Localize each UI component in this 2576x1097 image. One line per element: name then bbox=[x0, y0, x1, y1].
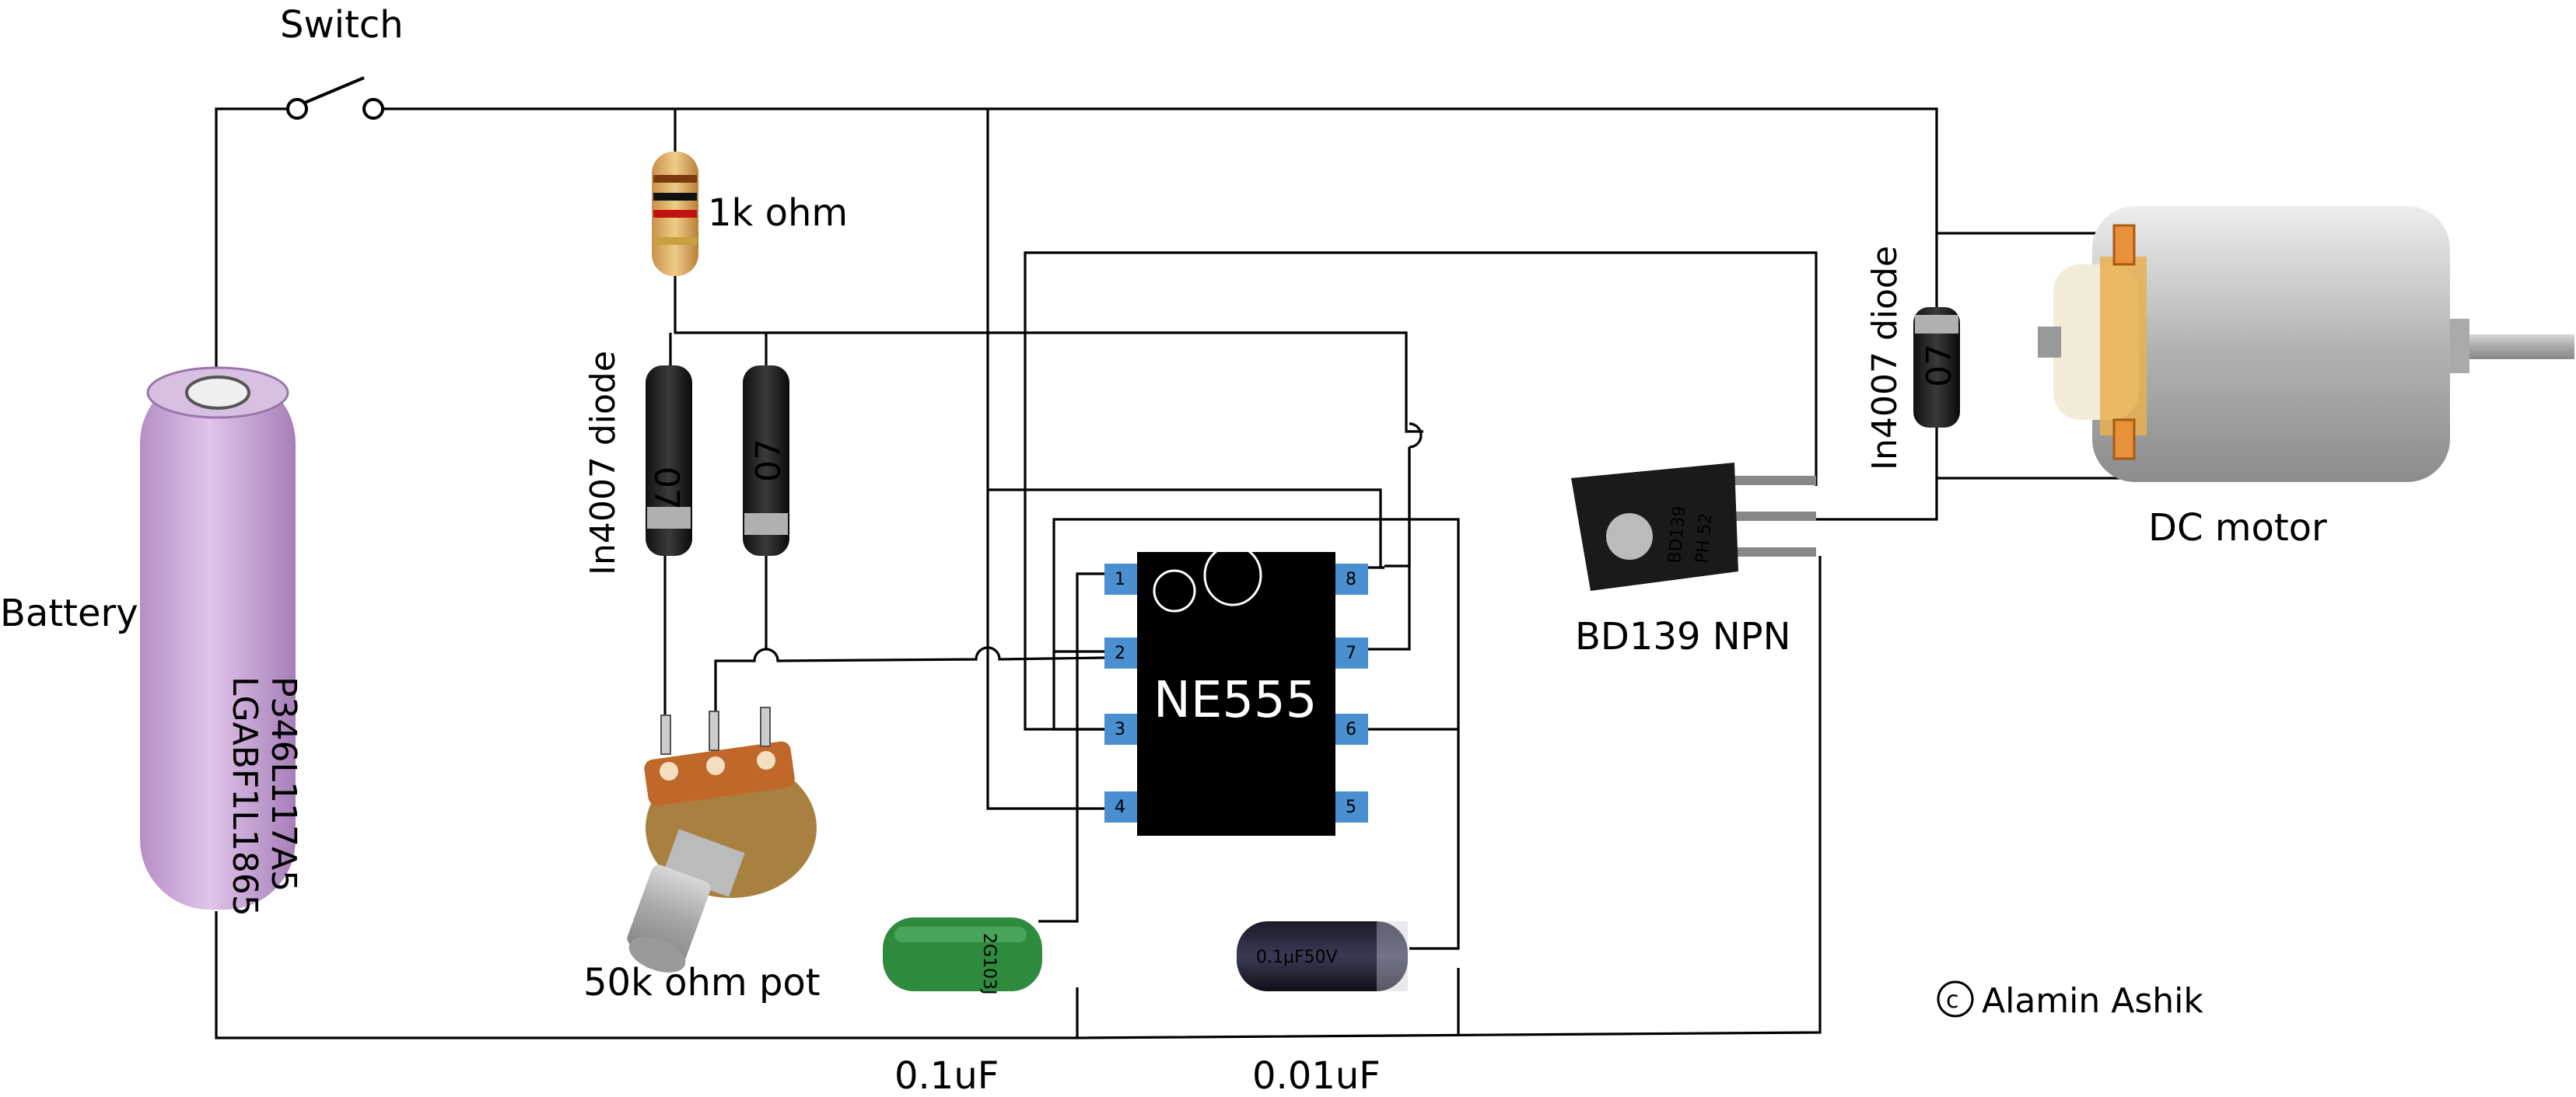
copyright-icon bbox=[1937, 980, 1974, 1018]
dc-motor bbox=[2038, 206, 2574, 482]
ic-pin-6: 6 bbox=[1335, 714, 1368, 745]
ic-pin-2: 2 bbox=[1104, 638, 1137, 669]
cap-ceramic-label: 0.1uF bbox=[894, 1054, 999, 1097]
battery: LGABF1L1865 P346L117A5 bbox=[140, 366, 303, 917]
switch-label: Switch bbox=[280, 3, 404, 47]
diode-left-2: 07 bbox=[743, 365, 789, 556]
resistor-1k bbox=[652, 152, 698, 276]
transistor-label: BD139 NPN bbox=[1575, 615, 1791, 659]
diode-right: 07 bbox=[1913, 307, 1960, 428]
motor-label: DC motor bbox=[2148, 506, 2327, 550]
electrolytic-capacitor: 0.1µF50V bbox=[1237, 921, 1408, 991]
credit-label: Alamin Ashik bbox=[1982, 981, 2203, 1021]
svg-text:3: 3 bbox=[1115, 720, 1125, 739]
pot-label: 50k ohm pot bbox=[583, 961, 821, 1004]
svg-text:6: 6 bbox=[1346, 720, 1356, 739]
svg-text:4: 4 bbox=[1115, 798, 1125, 817]
cap-electrolytic-label: 0.01uF bbox=[1252, 1054, 1381, 1097]
ne555-ic: NE555 1 2 3 4 8 7 6 bbox=[1104, 544, 1368, 836]
battery-marking-2: P346L117A5 bbox=[264, 676, 303, 892]
ic-title: NE555 bbox=[1153, 672, 1317, 729]
ic-pin-1: 1 bbox=[1104, 564, 1137, 595]
diode-left-1-code: 07 bbox=[646, 466, 686, 510]
svg-text:2: 2 bbox=[1115, 644, 1125, 663]
diode-right-code: 07 bbox=[1920, 344, 1959, 387]
svg-text:1: 1 bbox=[1115, 570, 1125, 589]
ic-pin-8: 8 bbox=[1335, 564, 1368, 595]
battery-label: Battery bbox=[0, 592, 138, 635]
ic-pin-3: 3 bbox=[1104, 714, 1137, 745]
potentiometer bbox=[627, 707, 817, 973]
resistor-label: 1k ohm bbox=[708, 191, 848, 235]
copyright-symbol: c bbox=[1946, 987, 1959, 1014]
ic-pin-4: 4 bbox=[1104, 791, 1137, 823]
svg-text:5: 5 bbox=[1346, 798, 1356, 817]
transistor-marking-2: PH 52 bbox=[1692, 512, 1717, 564]
diode-left-2-code: 07 bbox=[749, 438, 789, 482]
cap-ceramic-code: 2G103J bbox=[979, 933, 999, 995]
diode-left-1: 07 bbox=[646, 365, 692, 556]
ic-pin-5: 5 bbox=[1335, 791, 1368, 823]
transistor-bd139: BD139 PH 52 bbox=[1571, 463, 1816, 591]
diode-left-label: In4007 diode bbox=[583, 351, 623, 575]
ic-pin-7: 7 bbox=[1335, 638, 1368, 669]
svg-text:7: 7 bbox=[1346, 644, 1356, 663]
diode-right-label: In4007 diode bbox=[1865, 246, 1905, 470]
cap-electrolytic-code: 0.1µF50V bbox=[1256, 948, 1338, 967]
switch[interactable] bbox=[286, 76, 384, 120]
battery-marking-1: LGABF1L1865 bbox=[225, 676, 264, 917]
svg-text:8: 8 bbox=[1346, 570, 1356, 589]
ceramic-capacitor: 2G103J bbox=[883, 917, 1042, 995]
